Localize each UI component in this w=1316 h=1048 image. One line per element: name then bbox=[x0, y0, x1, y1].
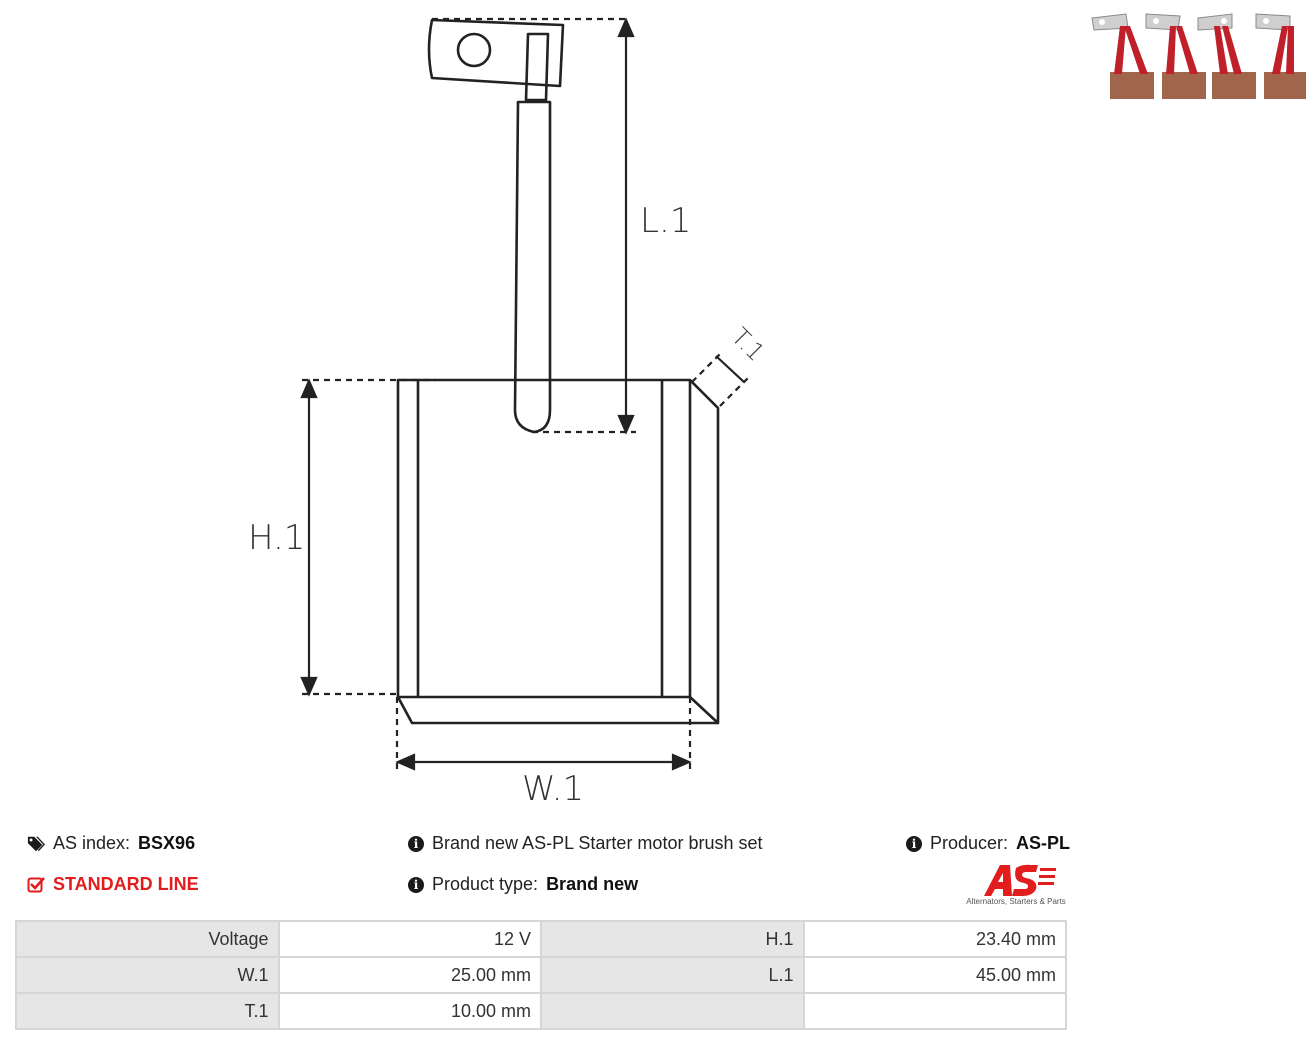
label-l1: L.1 bbox=[640, 201, 691, 241]
spec-key: W.1 bbox=[15, 956, 280, 994]
specs-table: Voltage 12 V H.1 23.40 mm W.1 25.00 mm L… bbox=[15, 920, 1067, 1030]
brush-block-bottom bbox=[396, 696, 718, 725]
brush-dimension-diagram: L.1 H.1 W.1 T.1 bbox=[248, 17, 770, 809]
as-index-value: BSX96 bbox=[138, 833, 196, 853]
brush-block-side bbox=[689, 379, 720, 725]
product-line-label: STANDARD LINE bbox=[53, 874, 199, 894]
as-index: AS index: BSX96 bbox=[27, 833, 195, 854]
product-type-value: Brand new bbox=[546, 874, 639, 894]
label-h1: H.1 bbox=[248, 518, 305, 558]
info-icon: i bbox=[408, 876, 424, 893]
as-logo-mark bbox=[984, 864, 1056, 896]
crimp-strip bbox=[524, 32, 550, 102]
label-t1: T.1 bbox=[726, 322, 770, 366]
spec-key: L.1 bbox=[540, 956, 805, 994]
logo-tagline: Alternators, Starters & Parts bbox=[966, 897, 1066, 906]
check-square-icon bbox=[27, 876, 45, 894]
brush-cable bbox=[513, 100, 552, 434]
terminal-lug bbox=[427, 18, 565, 88]
product-description: i Brand new AS-PL Starter motor brush se… bbox=[408, 833, 763, 854]
spec-value: 25.00 mm bbox=[277, 956, 542, 994]
info-icon: i bbox=[408, 835, 424, 852]
table-row: T.1 10.00 mm bbox=[15, 992, 1067, 1030]
brush-photo-4 bbox=[1255, 13, 1306, 99]
table-row: Voltage 12 V H.1 23.40 mm bbox=[15, 920, 1067, 958]
spec-value: 10.00 mm bbox=[277, 992, 542, 1030]
product-thumbnail[interactable] bbox=[1086, 8, 1310, 104]
spec-value: 12 V bbox=[277, 920, 542, 958]
table-row: W.1 25.00 mm L.1 45.00 mm bbox=[15, 956, 1067, 994]
product-line: STANDARD LINE bbox=[27, 874, 199, 895]
brush-photo-1 bbox=[1091, 13, 1154, 99]
producer-value: AS-PL bbox=[1016, 833, 1071, 853]
spec-key-empty bbox=[540, 992, 805, 1030]
info-icon: i bbox=[906, 835, 922, 852]
label-w1: W.1 bbox=[522, 769, 584, 809]
as-index-label: AS index: bbox=[53, 833, 131, 853]
spec-value-empty bbox=[802, 992, 1067, 1030]
spec-key: H.1 bbox=[540, 920, 805, 958]
tags-icon bbox=[27, 835, 45, 853]
brush-photo-3 bbox=[1197, 13, 1256, 99]
producer-label: Producer: bbox=[930, 833, 1009, 853]
brush-photo-2 bbox=[1145, 13, 1206, 99]
producer: i Producer: AS-PL bbox=[906, 833, 1070, 854]
spec-key: T.1 bbox=[15, 992, 280, 1030]
product-type: i Product type: Brand new bbox=[408, 874, 638, 895]
terminal-hole bbox=[456, 32, 492, 68]
spec-value: 23.40 mm bbox=[802, 920, 1067, 958]
product-type-label: Product type: bbox=[432, 874, 539, 894]
spec-key: Voltage bbox=[15, 920, 280, 958]
spec-value: 45.00 mm bbox=[802, 956, 1067, 994]
description-text: Brand new AS-PL Starter motor brush set bbox=[432, 833, 763, 853]
as-pl-logo: Alternators, Starters & Parts bbox=[964, 862, 1068, 908]
